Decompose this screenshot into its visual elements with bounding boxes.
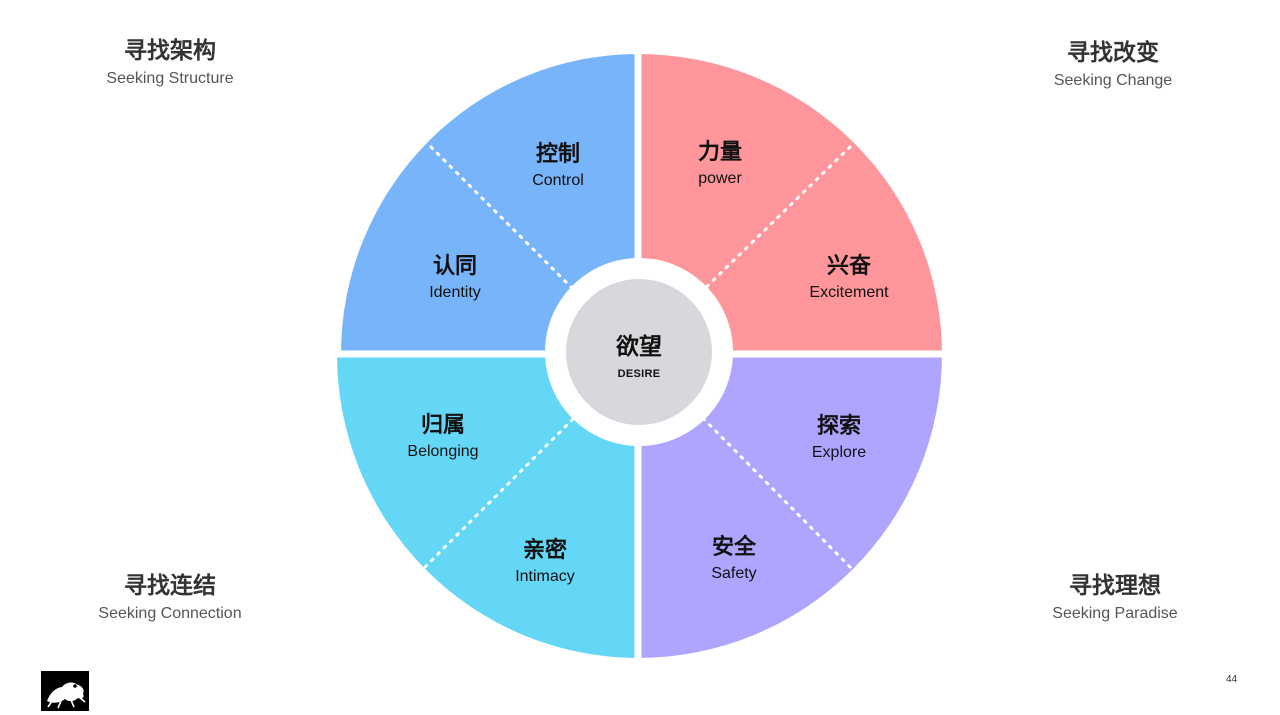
segment-control: 控制 Control bbox=[468, 141, 648, 190]
corner-subtitle: Seeking Structure bbox=[106, 70, 234, 87]
segment-subtitle: Identity bbox=[429, 284, 481, 301]
divider-top-right bbox=[690, 145, 852, 303]
segment-subtitle: Explore bbox=[811, 444, 867, 461]
segment-title: 控制 bbox=[535, 142, 580, 167]
frog-logo-icon-graphic bbox=[47, 682, 86, 709]
center-subtitle: DESIRE bbox=[617, 368, 661, 380]
segment-power: 力量 power bbox=[630, 139, 810, 188]
divider-top-left bbox=[429, 145, 587, 303]
frog-logo-icon bbox=[41, 671, 89, 711]
segment-subtitle: power bbox=[698, 170, 742, 187]
segment-explore: 探索 Explore bbox=[749, 413, 929, 462]
segment-subtitle: Belonging bbox=[407, 443, 479, 460]
center-title: 欲望 bbox=[616, 334, 662, 360]
corner-title: 寻找改变 bbox=[1067, 40, 1159, 66]
quadrant-seeking-paradise bbox=[638, 354, 942, 658]
corner-seeking-connection: 寻找连结 Seeking Connection bbox=[40, 571, 300, 623]
segment-subtitle: Control bbox=[532, 172, 584, 189]
corner-seeking-structure: 寻找架构 Seeking Structure bbox=[40, 36, 300, 88]
segment-title: 兴奋 bbox=[826, 254, 871, 279]
page-number: 44 bbox=[1226, 674, 1238, 685]
segment-title: 亲密 bbox=[522, 538, 567, 563]
divider-bottom-right bbox=[690, 405, 852, 569]
segment-subtitle: Safety bbox=[711, 565, 757, 582]
corner-title: 寻找连结 bbox=[124, 573, 216, 599]
corner-seeking-paradise: 寻找理想 Seeking Paradise bbox=[985, 571, 1245, 623]
center-desire: 欲望 DESIRE bbox=[569, 332, 709, 380]
corner-subtitle: Seeking Paradise bbox=[1052, 605, 1178, 622]
segment-title: 安全 bbox=[711, 535, 756, 560]
segment-belonging: 归属 Belonging bbox=[353, 412, 533, 461]
segment-title: 探索 bbox=[816, 414, 861, 439]
quadrant-seeking-connection bbox=[337, 354, 638, 658]
divider-bottom-left bbox=[423, 405, 587, 569]
corner-title: 寻找理想 bbox=[1069, 573, 1161, 599]
corner-subtitle: Seeking Change bbox=[1053, 72, 1173, 89]
segment-title: 归属 bbox=[420, 413, 465, 438]
corner-title: 寻找架构 bbox=[124, 38, 216, 64]
segment-safety: 安全 Safety bbox=[644, 534, 824, 583]
segment-subtitle: Excitement bbox=[809, 284, 889, 301]
corner-seeking-change: 寻找改变 Seeking Change bbox=[983, 38, 1243, 90]
segment-subtitle: Intimacy bbox=[515, 568, 575, 585]
segment-title: 认同 bbox=[432, 254, 477, 279]
center-circle bbox=[566, 279, 712, 425]
corner-subtitle: Seeking Connection bbox=[98, 605, 242, 622]
segment-title: 力量 bbox=[697, 140, 742, 165]
segment-excitement: 兴奋 Excitement bbox=[759, 253, 939, 302]
segment-identity: 认同 Identity bbox=[365, 253, 545, 302]
segment-intimacy: 亲密 Intimacy bbox=[455, 537, 635, 586]
